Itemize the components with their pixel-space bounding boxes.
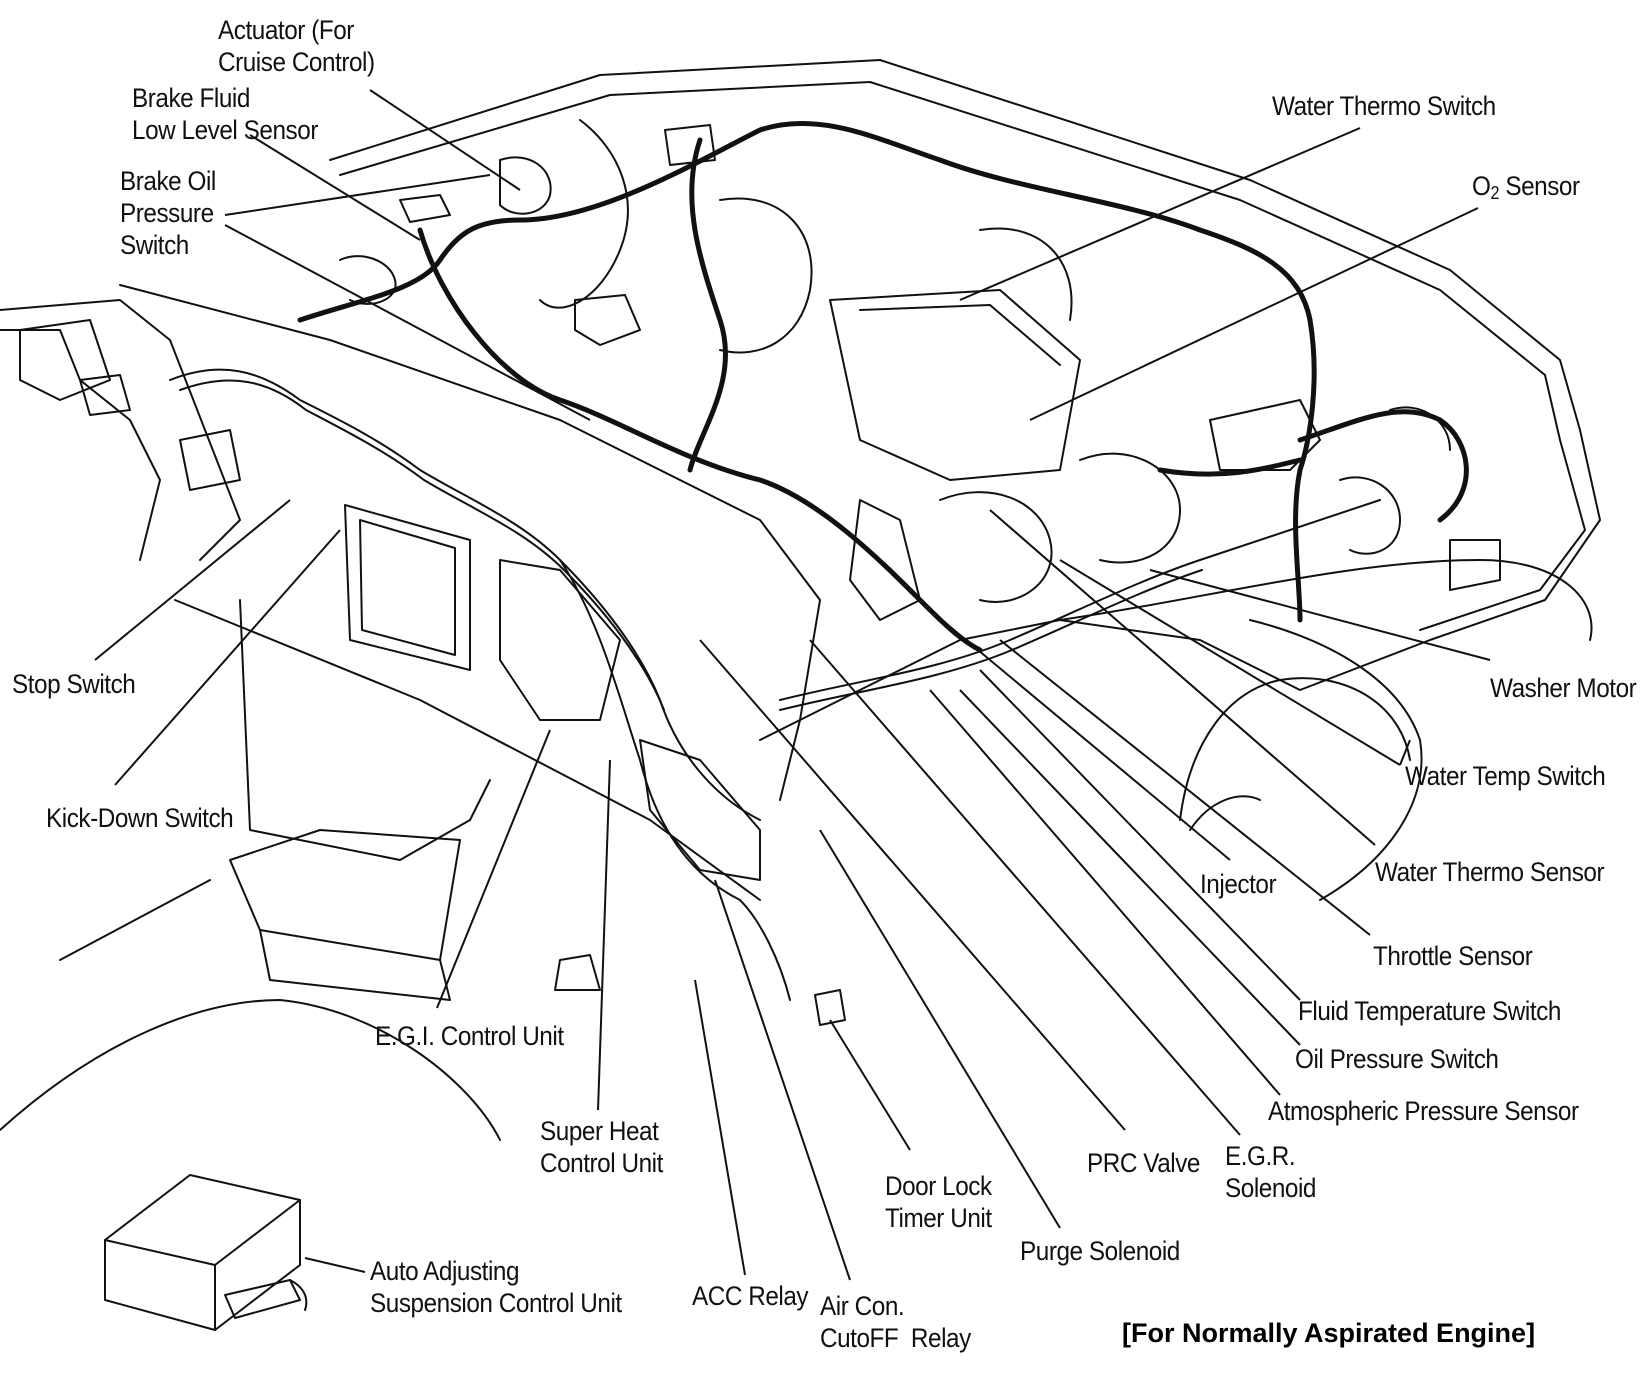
- label-o2-sensor: O2 Sensor: [1472, 170, 1580, 209]
- leader-aircon-relay: [714, 879, 851, 1281]
- leader-lines: [94, 89, 1491, 1281]
- leader-atmospheric: [929, 689, 1281, 1096]
- leader-fluid-temp: [979, 669, 1301, 1001]
- label-water-thermo-sensor: Water Thermo Sensor: [1375, 857, 1605, 887]
- leader-washer-motor: [1149, 569, 1491, 661]
- leader-egr: [809, 639, 1241, 1136]
- engine-components: [19, 119, 1501, 1026]
- leader-injector: [929, 609, 1231, 861]
- o2-rest: Sensor: [1499, 171, 1580, 201]
- leader-water-temp-switch-2: [1059, 559, 1401, 766]
- label-egr-solenoid: E.G.R. Solenoid: [1225, 1141, 1316, 1203]
- leader-super-heat: [597, 759, 611, 1111]
- suspension-control-unit-box: [104, 1174, 308, 1331]
- label-egi-control-unit: E.G.I. Control Unit: [375, 1021, 564, 1051]
- wiring-harness: [169, 120, 1469, 1001]
- leader-brake-oil-2: [224, 224, 591, 421]
- leader-water-thermo-sensor: [989, 509, 1376, 846]
- leader-kickdown-switch: [114, 529, 341, 786]
- leader-actuator: [369, 89, 521, 191]
- label-water-temp-switch: Water Temp Switch: [1405, 761, 1606, 791]
- leader-egi: [436, 729, 551, 1009]
- label-acc-relay: ACC Relay: [692, 1281, 809, 1311]
- label-brake-fluid-sensor: Brake Fluid Low Level Sensor: [132, 83, 318, 145]
- leader-brake-oil: [224, 174, 491, 216]
- leader-brake-fluid: [249, 134, 421, 241]
- label-throttle-sensor: Throttle Sensor: [1373, 941, 1533, 971]
- label-auto-adjusting-suspension-control-unit: Auto Adjusting Suspension Control Unit: [370, 1256, 622, 1318]
- label-super-heat-control-unit: Super Heat Control Unit: [540, 1116, 663, 1178]
- leader-auto-adjusting: [304, 1257, 366, 1273]
- dashboard-outline: [0, 284, 821, 1141]
- label-purge-solenoid: Purge Solenoid: [1020, 1236, 1180, 1266]
- leader-oil-pressure: [959, 689, 1301, 1046]
- label-atmospheric-pressure-sensor: Atmospheric Pressure Sensor: [1268, 1096, 1579, 1126]
- label-water-thermo-switch: Water Thermo Switch: [1272, 91, 1496, 121]
- label-kickdown-switch: Kick-Down Switch: [46, 803, 234, 833]
- label-door-lock-timer-unit: Door Lock Timer Unit: [885, 1171, 992, 1233]
- o2-subscript: 2: [1490, 183, 1500, 203]
- label-brake-oil-pressure-switch: Brake Oil Pressure Switch: [120, 166, 216, 260]
- leader-door-lock: [829, 1019, 911, 1151]
- label-oil-pressure-switch: Oil Pressure Switch: [1295, 1044, 1499, 1074]
- leader-throttle-sensor: [999, 639, 1371, 936]
- leader-water-temp-switch: [1399, 739, 1411, 766]
- o2-main: O: [1472, 171, 1491, 201]
- leader-acc-relay: [694, 979, 746, 1276]
- label-injector: Injector: [1200, 869, 1277, 899]
- body-outline: [329, 59, 1601, 901]
- leader-stop-switch: [94, 499, 291, 661]
- leader-prc-valve: [699, 639, 1126, 1131]
- label-aircon-cutoff-relay: Air Con. CutoFF Relay: [820, 1291, 971, 1353]
- leader-o2-sensor: [1029, 207, 1479, 421]
- leader-purge: [819, 829, 1061, 1229]
- footnote-engine-type: [For Normally Aspirated Engine]: [1122, 1318, 1536, 1348]
- leader-water-thermo-switch: [959, 127, 1361, 301]
- label-washer-motor: Washer Motor: [1490, 673, 1637, 703]
- label-stop-switch: Stop Switch: [12, 669, 136, 699]
- label-fluid-temperature-switch: Fluid Temperature Switch: [1298, 996, 1561, 1026]
- label-actuator: Actuator (For Cruise Control): [218, 15, 375, 77]
- label-prc-valve: PRC Valve: [1087, 1148, 1200, 1178]
